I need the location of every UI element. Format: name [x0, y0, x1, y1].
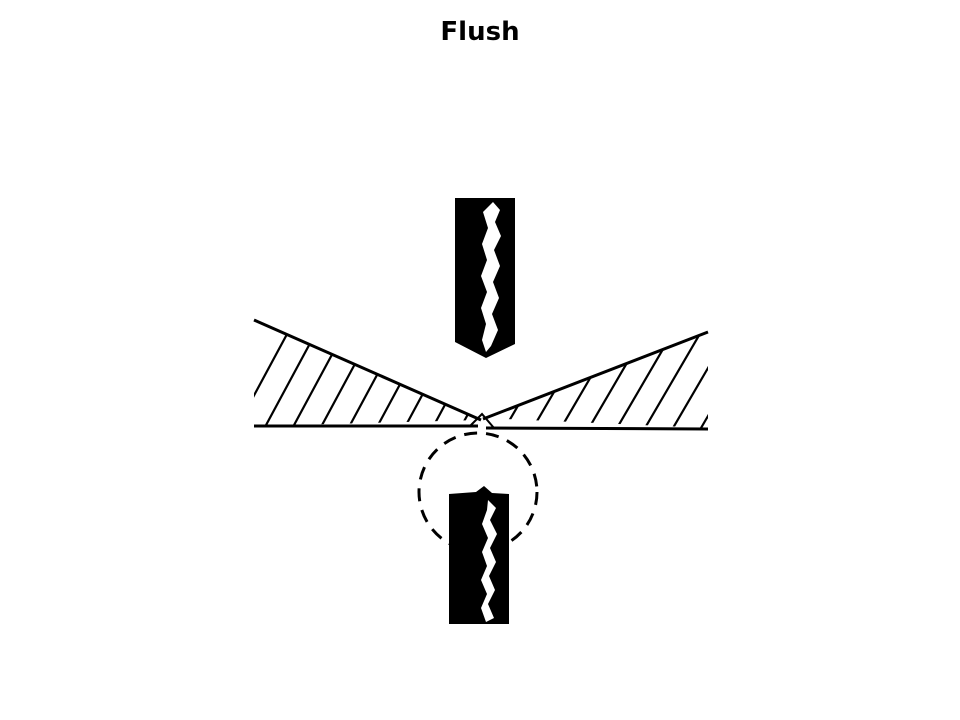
diagram-title: Flush [440, 17, 520, 47]
upper-electrode [455, 198, 515, 358]
lower-electrode [449, 486, 509, 624]
joint-root [469, 412, 495, 429]
